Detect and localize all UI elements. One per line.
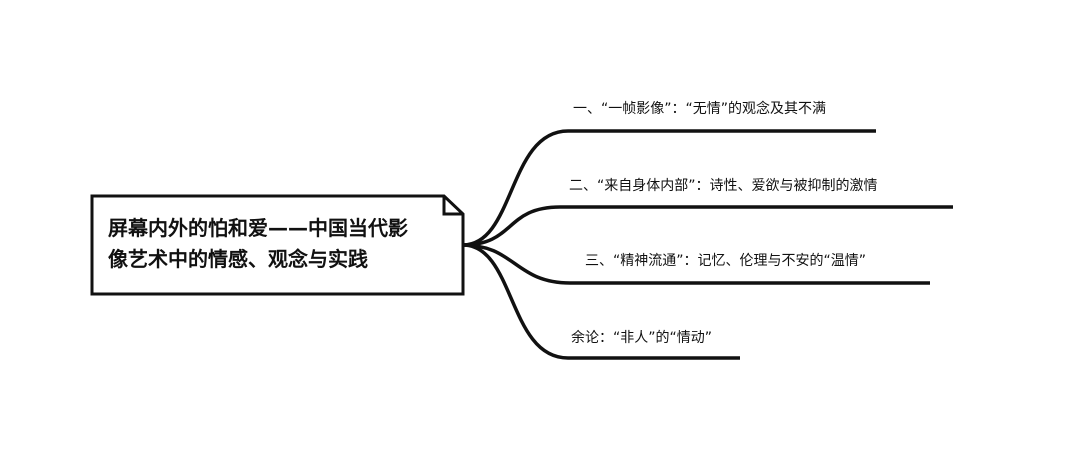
branch-label-3: 三、“精神流通”：记忆、伦理与不安的“温情” — [585, 253, 867, 269]
root-node-box — [90, 194, 465, 296]
root-title-line-1: 屏幕内外的怕和爱——中国当代影 — [108, 216, 408, 240]
branch-label-4: 余论：“非人”的“情动” — [571, 330, 713, 346]
branch-connector-1 — [462, 129, 876, 247]
root-node-title: 屏幕内外的怕和爱——中国当代影 像艺术中的情感、观念与实践 — [108, 213, 448, 275]
branch-label-2: 二、“来自身体内部”：诗性、爱欲与被抑制的激情 — [569, 178, 878, 194]
root-title-line-2: 像艺术中的情感、观念与实践 — [108, 247, 368, 271]
root-node-fold — [442, 196, 463, 216]
branch-label-1: 一、“一帧影像”：“无情”的观念及其不满 — [573, 101, 827, 117]
branch-connector-2 — [462, 205, 953, 247]
branch-connector-4 — [462, 243, 740, 360]
branch-connector-3 — [462, 243, 930, 285]
